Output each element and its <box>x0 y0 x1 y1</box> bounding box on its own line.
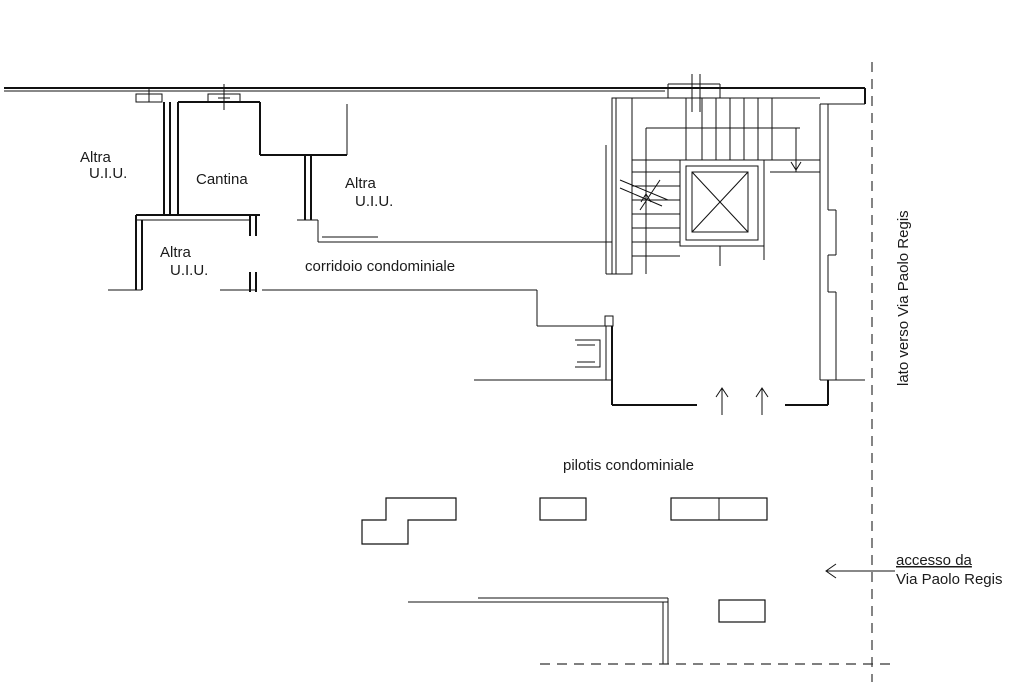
left-partitions <box>108 101 348 292</box>
label-uiu: U.I.U. <box>170 262 208 279</box>
label-corridoio: corridoio condominiale <box>305 258 455 275</box>
stairwell <box>605 74 820 275</box>
label-altra: Altra <box>80 149 112 166</box>
pillar <box>539 497 587 521</box>
label-pilotis: pilotis condominiale <box>563 457 694 474</box>
corridor-walls <box>262 220 614 405</box>
access-arrow-icon <box>825 563 895 579</box>
label-accesso: accesso da <box>896 552 973 569</box>
column-symbol-left <box>135 88 163 103</box>
label-altra: Altra <box>160 244 192 261</box>
pillars <box>361 497 768 623</box>
label-accesso-street: Via Paolo Regis <box>896 571 1002 588</box>
pillar-shape <box>361 497 457 545</box>
label-uiu: U.I.U. <box>355 193 393 210</box>
stair-arrow-icon <box>640 150 802 260</box>
label-street-side: lato verso Via Paolo Regis <box>895 210 912 386</box>
label-cantina: Cantina <box>196 171 248 188</box>
top-wall <box>4 87 866 105</box>
property-lines <box>540 62 892 682</box>
lower-wall <box>408 597 669 664</box>
lift-shaft <box>679 159 765 266</box>
entrance-arrows-icon <box>715 387 769 415</box>
label-uiu: U.I.U. <box>89 165 127 182</box>
atrium-walls <box>612 104 865 406</box>
label-altra: Altra <box>345 175 377 192</box>
pillar <box>718 599 766 623</box>
